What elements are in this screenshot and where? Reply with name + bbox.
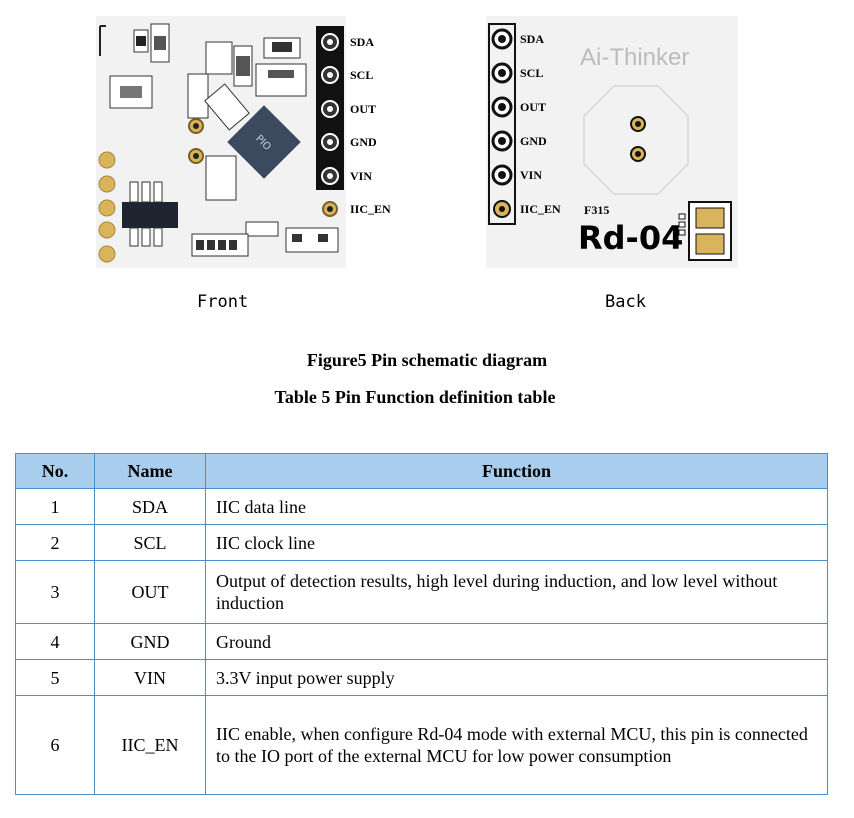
back-header-outline bbox=[488, 23, 516, 225]
cell-no: 3 bbox=[15, 560, 95, 624]
back-header-pins bbox=[491, 28, 513, 218]
front-main-chip: PIO bbox=[227, 105, 301, 179]
front-ic bbox=[122, 202, 178, 228]
figure-title: Figure5 Pin schematic diagram bbox=[306, 350, 548, 370]
cell-no: 2 bbox=[15, 524, 95, 561]
front-header-pins bbox=[321, 33, 339, 217]
front-left-pads bbox=[98, 151, 116, 263]
front-pin-label: SDA bbox=[350, 35, 375, 49]
cell-no: 1 bbox=[15, 488, 95, 525]
back-pin-label: VIN bbox=[520, 168, 543, 182]
front-components bbox=[109, 23, 339, 257]
back-connector bbox=[678, 201, 732, 261]
cell-function: IIC clock line bbox=[205, 524, 828, 561]
front-pin-label: IIC_EN bbox=[350, 202, 391, 216]
cell-name: OUT bbox=[94, 560, 206, 624]
back-pin-label: IIC_EN bbox=[520, 202, 561, 216]
board-code: F315 bbox=[584, 203, 610, 217]
header-no: No. bbox=[15, 453, 95, 489]
cell-no: 5 bbox=[15, 659, 95, 696]
front-pin-label: OUT bbox=[350, 102, 377, 116]
cell-function: Output of detection results, high level … bbox=[205, 560, 828, 624]
cell-function: IIC enable, when configure Rd-04 mode wi… bbox=[205, 695, 828, 795]
front-caption: Front bbox=[197, 292, 249, 312]
front-pin-label: VIN bbox=[350, 169, 373, 183]
board-model: Rd-04 bbox=[578, 219, 684, 257]
brand-logo-text: Ai-Thinker bbox=[580, 44, 690, 71]
back-caption: Back bbox=[605, 292, 646, 312]
back-pin-label: GND bbox=[520, 134, 547, 148]
back-pin-label: SDA bbox=[520, 32, 545, 46]
table-row: 5 VIN 3.3V input power supply bbox=[15, 659, 828, 696]
header-function: Function bbox=[205, 453, 828, 489]
table-row: 6 IIC_EN IIC enable, when configure Rd-0… bbox=[15, 695, 828, 795]
table-title: Table 5 Pin Function definition table bbox=[274, 387, 556, 407]
header-name: Name bbox=[94, 453, 206, 489]
cell-no: 6 bbox=[15, 695, 95, 795]
cell-name: SCL bbox=[94, 524, 206, 561]
cell-function: Ground bbox=[205, 623, 828, 660]
cell-function: IIC data line bbox=[205, 488, 828, 525]
cell-name: IIC_EN bbox=[94, 695, 206, 795]
table-row: 2 SCL IIC clock line bbox=[15, 524, 828, 561]
table-row: 4 GND Ground bbox=[15, 623, 828, 660]
back-board-image bbox=[486, 16, 738, 268]
front-board-image: PIO bbox=[96, 16, 346, 268]
table-header-row: No. Name Function bbox=[15, 453, 828, 489]
cell-no: 4 bbox=[15, 623, 95, 660]
cell-name: SDA bbox=[94, 488, 206, 525]
cell-function: 3.3V input power supply bbox=[205, 659, 828, 696]
table-row: 3 OUT Output of detection results, high … bbox=[15, 560, 828, 624]
cell-name: GND bbox=[94, 623, 206, 660]
back-pin-label: OUT bbox=[520, 100, 547, 114]
front-pin-label: SCL bbox=[350, 68, 374, 82]
back-pin-label: SCL bbox=[520, 66, 544, 80]
table-row: 1 SDA IIC data line bbox=[15, 488, 828, 525]
antenna-outline bbox=[583, 85, 689, 195]
front-pin-label: GND bbox=[350, 135, 377, 149]
pin-function-table: No. Name Function 1 SDA IIC data line 2 … bbox=[15, 453, 828, 795]
cell-name: VIN bbox=[94, 659, 206, 696]
